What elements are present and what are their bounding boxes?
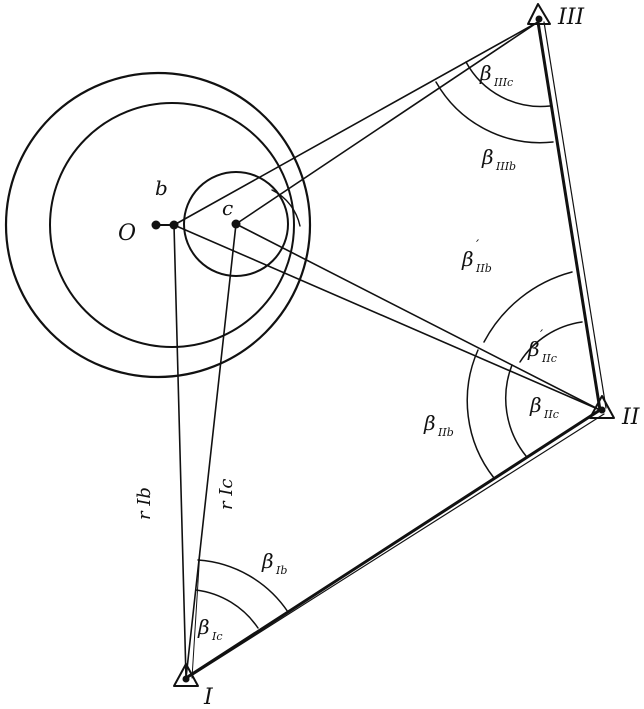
label-II: II — [621, 405, 641, 430]
arc-beta-IIb-prime — [483, 271, 573, 343]
small-circle-c-inner-arc — [271, 189, 301, 227]
station-I-marker — [173, 663, 199, 687]
line-I-b — [173, 224, 187, 679]
point-b — [169, 220, 179, 230]
label-r-Ib: r Ib — [134, 487, 155, 520]
arc-beta-IIb — [466, 349, 495, 479]
outer-circle — [4, 71, 312, 379]
middle-circle — [49, 102, 295, 348]
label-III: III — [557, 5, 585, 30]
station-II-marker — [589, 395, 615, 419]
line-I-c — [185, 223, 237, 679]
side-I-II — [184, 408, 602, 680]
svg-text:IIb: IIb — [475, 262, 492, 275]
svg-text:β: β — [479, 61, 492, 85]
label-beta-IIc-prime: β ′ IIc — [527, 328, 557, 365]
label-O: O — [118, 221, 136, 246]
svg-text:IIIc: IIIc — [493, 76, 513, 89]
label-beta-IIIc: β IIIc — [479, 61, 513, 89]
svg-text:β: β — [261, 549, 274, 573]
svg-text:β: β — [461, 247, 474, 271]
arc-beta-IIIb — [435, 81, 554, 144]
line-II-c — [235, 223, 601, 411]
svg-text:Ib: Ib — [275, 564, 287, 577]
label-beta-IIb: β IIb — [423, 411, 454, 439]
svg-text:Ic: Ic — [211, 630, 223, 643]
label-r-Ic: r Ic — [216, 478, 237, 510]
side-III-II — [536, 20, 602, 412]
svg-text:β: β — [197, 615, 210, 639]
svg-text:IIIb: IIIb — [495, 160, 516, 173]
side-III-II-edge — [543, 21, 607, 409]
svg-text:IIc: IIc — [541, 352, 557, 365]
svg-text:β: β — [481, 145, 494, 169]
label-I: I — [203, 685, 214, 709]
svg-text:′: ′ — [540, 328, 544, 344]
arc-beta-Ic — [195, 589, 259, 629]
arc-beta-IIc — [505, 364, 527, 457]
svg-text:β: β — [423, 411, 436, 435]
label-c: c — [222, 196, 233, 220]
side-I-II-edge — [190, 413, 605, 677]
line-III-c — [235, 21, 539, 225]
point-c — [231, 219, 241, 229]
label-b: b — [155, 176, 168, 200]
line-II-b — [173, 224, 601, 411]
point-O — [151, 220, 161, 230]
label-beta-IIb-prime: β ′ IIb — [461, 238, 492, 275]
label-beta-Ic: β Ic — [197, 615, 223, 643]
svg-text:IIb: IIb — [437, 426, 454, 439]
line-III-b — [173, 21, 539, 226]
svg-text:′: ′ — [476, 238, 480, 254]
station-III-marker — [527, 3, 551, 25]
svg-text:IIc: IIc — [543, 408, 559, 421]
small-circle-c — [183, 171, 289, 277]
line-I-tick — [191, 549, 201, 679]
svg-text:β: β — [529, 393, 542, 417]
arc-beta-IIIc — [465, 61, 551, 108]
arc-beta-Ib — [197, 559, 289, 613]
svg-text:β: β — [527, 337, 540, 361]
label-beta-IIIb: β IIIb — [481, 145, 516, 173]
label-beta-Ib: β Ib — [261, 549, 287, 577]
arc-beta-IIc-prime — [519, 321, 583, 363]
label-beta-IIc: β IIc — [529, 393, 559, 421]
